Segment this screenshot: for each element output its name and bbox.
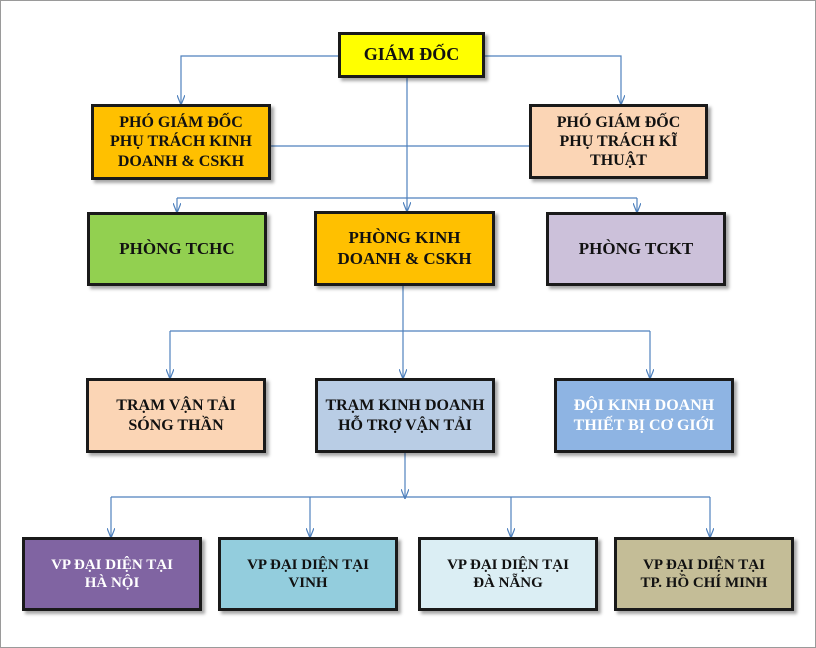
node-phong-tchc: PHÒNG TCHC [87,212,267,286]
node-label-line: DOANH & CSKH [117,152,245,170]
node-label-line: PHÒNG KINH [348,228,461,248]
node-label-line: ĐÀ NẴNG [473,575,543,591]
node-label-line: PHÒNG TCHC [119,238,235,258]
node-label-line: TP. HỒ CHÍ MINH [640,575,768,591]
node-label-line: THIẾT BỊ CƠ GIỚI [573,416,715,434]
node-label-line: DOANH & CSKH [337,248,472,268]
node-label-line: PHÓ GIÁM ĐỐC [556,113,681,131]
connector-gd-pgd-left [181,55,339,104]
node-label-line: TRẠM VẬN TẢI [116,397,236,415]
node-label-line: PHÒNG TCKT [578,238,694,258]
node-phong-tckt: PHÒNG TCKT [546,212,726,286]
node-label-line: SÓNG THẦN [128,416,224,434]
node-label-line: PHỤ TRÁCH KINH [110,133,252,151]
node-giam-doc: GIÁM ĐỐC [338,32,485,78]
node-vp-vinh: VP ĐẠI DIỆN TẠI VINH [218,537,398,611]
node-label-line: VP ĐẠI DIỆN TẠI [447,557,569,573]
node-label-line: HÀ NỘI [84,575,140,591]
connector-gd-pgd-right [484,55,621,104]
node-label-line: PHÓ GIÁM ĐỐC [119,114,243,132]
node-label-line: GIÁM ĐỐC [363,44,460,65]
node-label-line: VP ĐẠI DIỆN TẠI [643,557,765,573]
node-label-line: TRẠM KINH DOANH [325,397,485,415]
node-vp-da-nang: VP ĐẠI DIỆN TẠI ĐÀ NẴNG [418,537,598,611]
node-label-line: ĐỘI KINH DOANH [573,397,715,415]
node-label-line: VP ĐẠI DIỆN TẠI [51,557,173,573]
node-vp-ha-noi: VP ĐẠI DIỆN TẠI HÀ NỘI [22,537,202,611]
node-label-line: PHỤ TRÁCH KĨ [559,132,678,150]
node-vp-hcm: VP ĐẠI DIỆN TẠI TP. HỒ CHÍ MINH [614,537,794,611]
node-label-line: HỖ TRỢ VẬN TẢI [338,416,472,434]
node-label-line: THUẬT [590,152,647,170]
node-label-line: VINH [288,575,328,591]
node-label-line: VP ĐẠI DIỆN TẠI [247,557,369,573]
